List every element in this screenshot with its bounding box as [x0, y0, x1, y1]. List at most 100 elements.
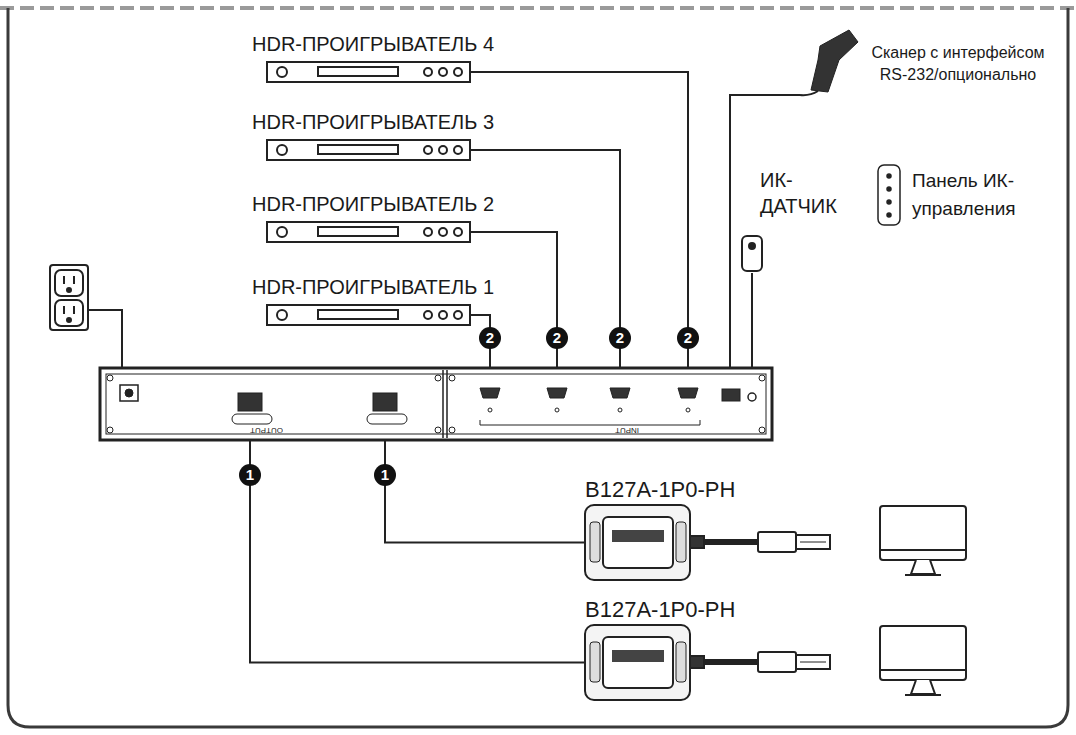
- frame: [0, 8, 1076, 727]
- hdr-player: [318, 67, 398, 76]
- hdmi-cable: [800, 542, 826, 543]
- matrix-switch: [367, 414, 407, 424]
- hdr-player: [439, 146, 447, 154]
- hdbaset-receiver: [676, 642, 686, 682]
- node-label: HDR-ПРОИГРЫВАТЕЛЬ 3: [252, 110, 494, 134]
- hdr-player: [267, 305, 470, 325]
- receiver-node: B127A-1P0-PH: [585, 505, 690, 580]
- node-label: HDR-ПРОИГРЫВАТЕЛЬ 4: [252, 32, 494, 56]
- matrix-switch: [449, 427, 455, 433]
- matrix-switch-node: OUTPUTINPUT: [100, 368, 772, 440]
- hdr-player: [267, 62, 470, 82]
- hdbaset-receiver: [612, 650, 664, 662]
- cable-line: [470, 232, 557, 368]
- power-outlet: [67, 288, 71, 292]
- scanner-node: Сканер с интерфейсом RS-232/опционально: [800, 30, 1062, 108]
- monitor: [911, 680, 935, 694]
- hdbaset-receiver: [585, 625, 690, 700]
- hdmi-cable: [758, 652, 796, 672]
- callout-number: 2: [546, 327, 568, 349]
- power-outlet: [50, 265, 88, 330]
- power-outlet: [63, 276, 65, 284]
- monitor: [880, 506, 966, 560]
- hdr-player: [439, 228, 447, 236]
- hdmi-cable: [690, 656, 704, 668]
- monitor: [880, 626, 966, 680]
- hdmi-cable: [796, 655, 830, 669]
- matrix-switch: [555, 408, 559, 412]
- matrix-switch: [125, 389, 133, 397]
- hdr-player: HDR-ПРОИГРЫВАТЕЛЬ 3: [267, 140, 470, 160]
- ir-control-panel: [878, 165, 900, 225]
- hdbaset-receiver: [590, 642, 600, 682]
- hdbaset-receiver: [676, 522, 686, 562]
- node-label: B127A-1P0-PH: [585, 597, 735, 623]
- hdbaset-receiver: [603, 517, 673, 568]
- matrix-switch: [449, 375, 455, 381]
- node-label: HDR-ПРОИГРЫВАТЕЛЬ 2: [252, 192, 494, 216]
- ir-control-panel: [887, 200, 891, 204]
- matrix-switch: [106, 374, 766, 434]
- hdr-player: [318, 227, 398, 236]
- hdr-player: [277, 310, 287, 320]
- hdr-player: [424, 146, 432, 154]
- matrix-switch: [238, 393, 262, 411]
- receiver-node: B127A-1P0-PH: [585, 625, 690, 700]
- callout-number: 1: [239, 464, 261, 486]
- cable-line: [470, 150, 620, 368]
- matrix-switch: [480, 420, 700, 425]
- matrix-switch: [610, 388, 630, 398]
- cable-line: [751, 273, 753, 368]
- hdmi-cable: [796, 535, 830, 549]
- hdr-player: [424, 68, 432, 76]
- node-label: OUTPUT: [250, 425, 283, 435]
- matrix-switch: [232, 414, 272, 424]
- hdbaset-receiver: [612, 530, 664, 542]
- monitor: [905, 574, 941, 576]
- hdmi-cable: [690, 536, 704, 548]
- power-outlet: [73, 306, 75, 314]
- matrix-switch: [759, 375, 765, 381]
- matrix-switch: [480, 388, 500, 398]
- power-outlet: [55, 300, 83, 326]
- matrix-switch: [107, 375, 765, 433]
- hdr-player: [424, 311, 432, 319]
- hdr-player: HDR-ПРОИГРЫВАТЕЛЬ 2: [267, 222, 470, 242]
- matrix-switch: [678, 388, 698, 398]
- hdmi-cable: [704, 659, 760, 665]
- matrix-switch: [488, 408, 492, 412]
- matrix-switch: [435, 427, 441, 433]
- hdbaset-receiver: [585, 505, 690, 580]
- hdr-player: [267, 222, 470, 242]
- hdbaset-receiver: [603, 637, 673, 688]
- hdr-player: [318, 310, 398, 319]
- barcode-scanner: [800, 30, 858, 95]
- ir-control-panel: [887, 213, 891, 217]
- callout-number: 1: [374, 464, 396, 486]
- hdr-player: HDR-ПРОИГРЫВАТЕЛЬ 1: [267, 305, 470, 325]
- cable-line: [250, 440, 585, 663]
- callout-number: 2: [479, 327, 501, 349]
- matrix-switch: [100, 368, 772, 440]
- ir-sensor-node: ИК-ДАТЧИК: [738, 165, 846, 273]
- matrix-switch: [373, 393, 397, 411]
- matrix-switch: [748, 393, 756, 401]
- matrix-switch: [446, 370, 448, 438]
- callout-number: 2: [677, 327, 699, 349]
- ir-control-panel: [887, 174, 891, 178]
- hdr-player: [277, 145, 287, 155]
- hdr-player: [267, 140, 470, 160]
- ir-control-panel: [887, 187, 891, 191]
- matrix-switch: [107, 375, 113, 381]
- hdr-player: [318, 145, 398, 154]
- monitor: [905, 694, 941, 696]
- hdr-player: [439, 311, 447, 319]
- matrix-switch: [722, 389, 740, 401]
- matrix-switch: [618, 408, 622, 412]
- power-outlet: [55, 270, 83, 296]
- matrix-switch: [442, 370, 444, 438]
- hdr-player: [277, 227, 287, 237]
- hdr-player: [454, 68, 462, 76]
